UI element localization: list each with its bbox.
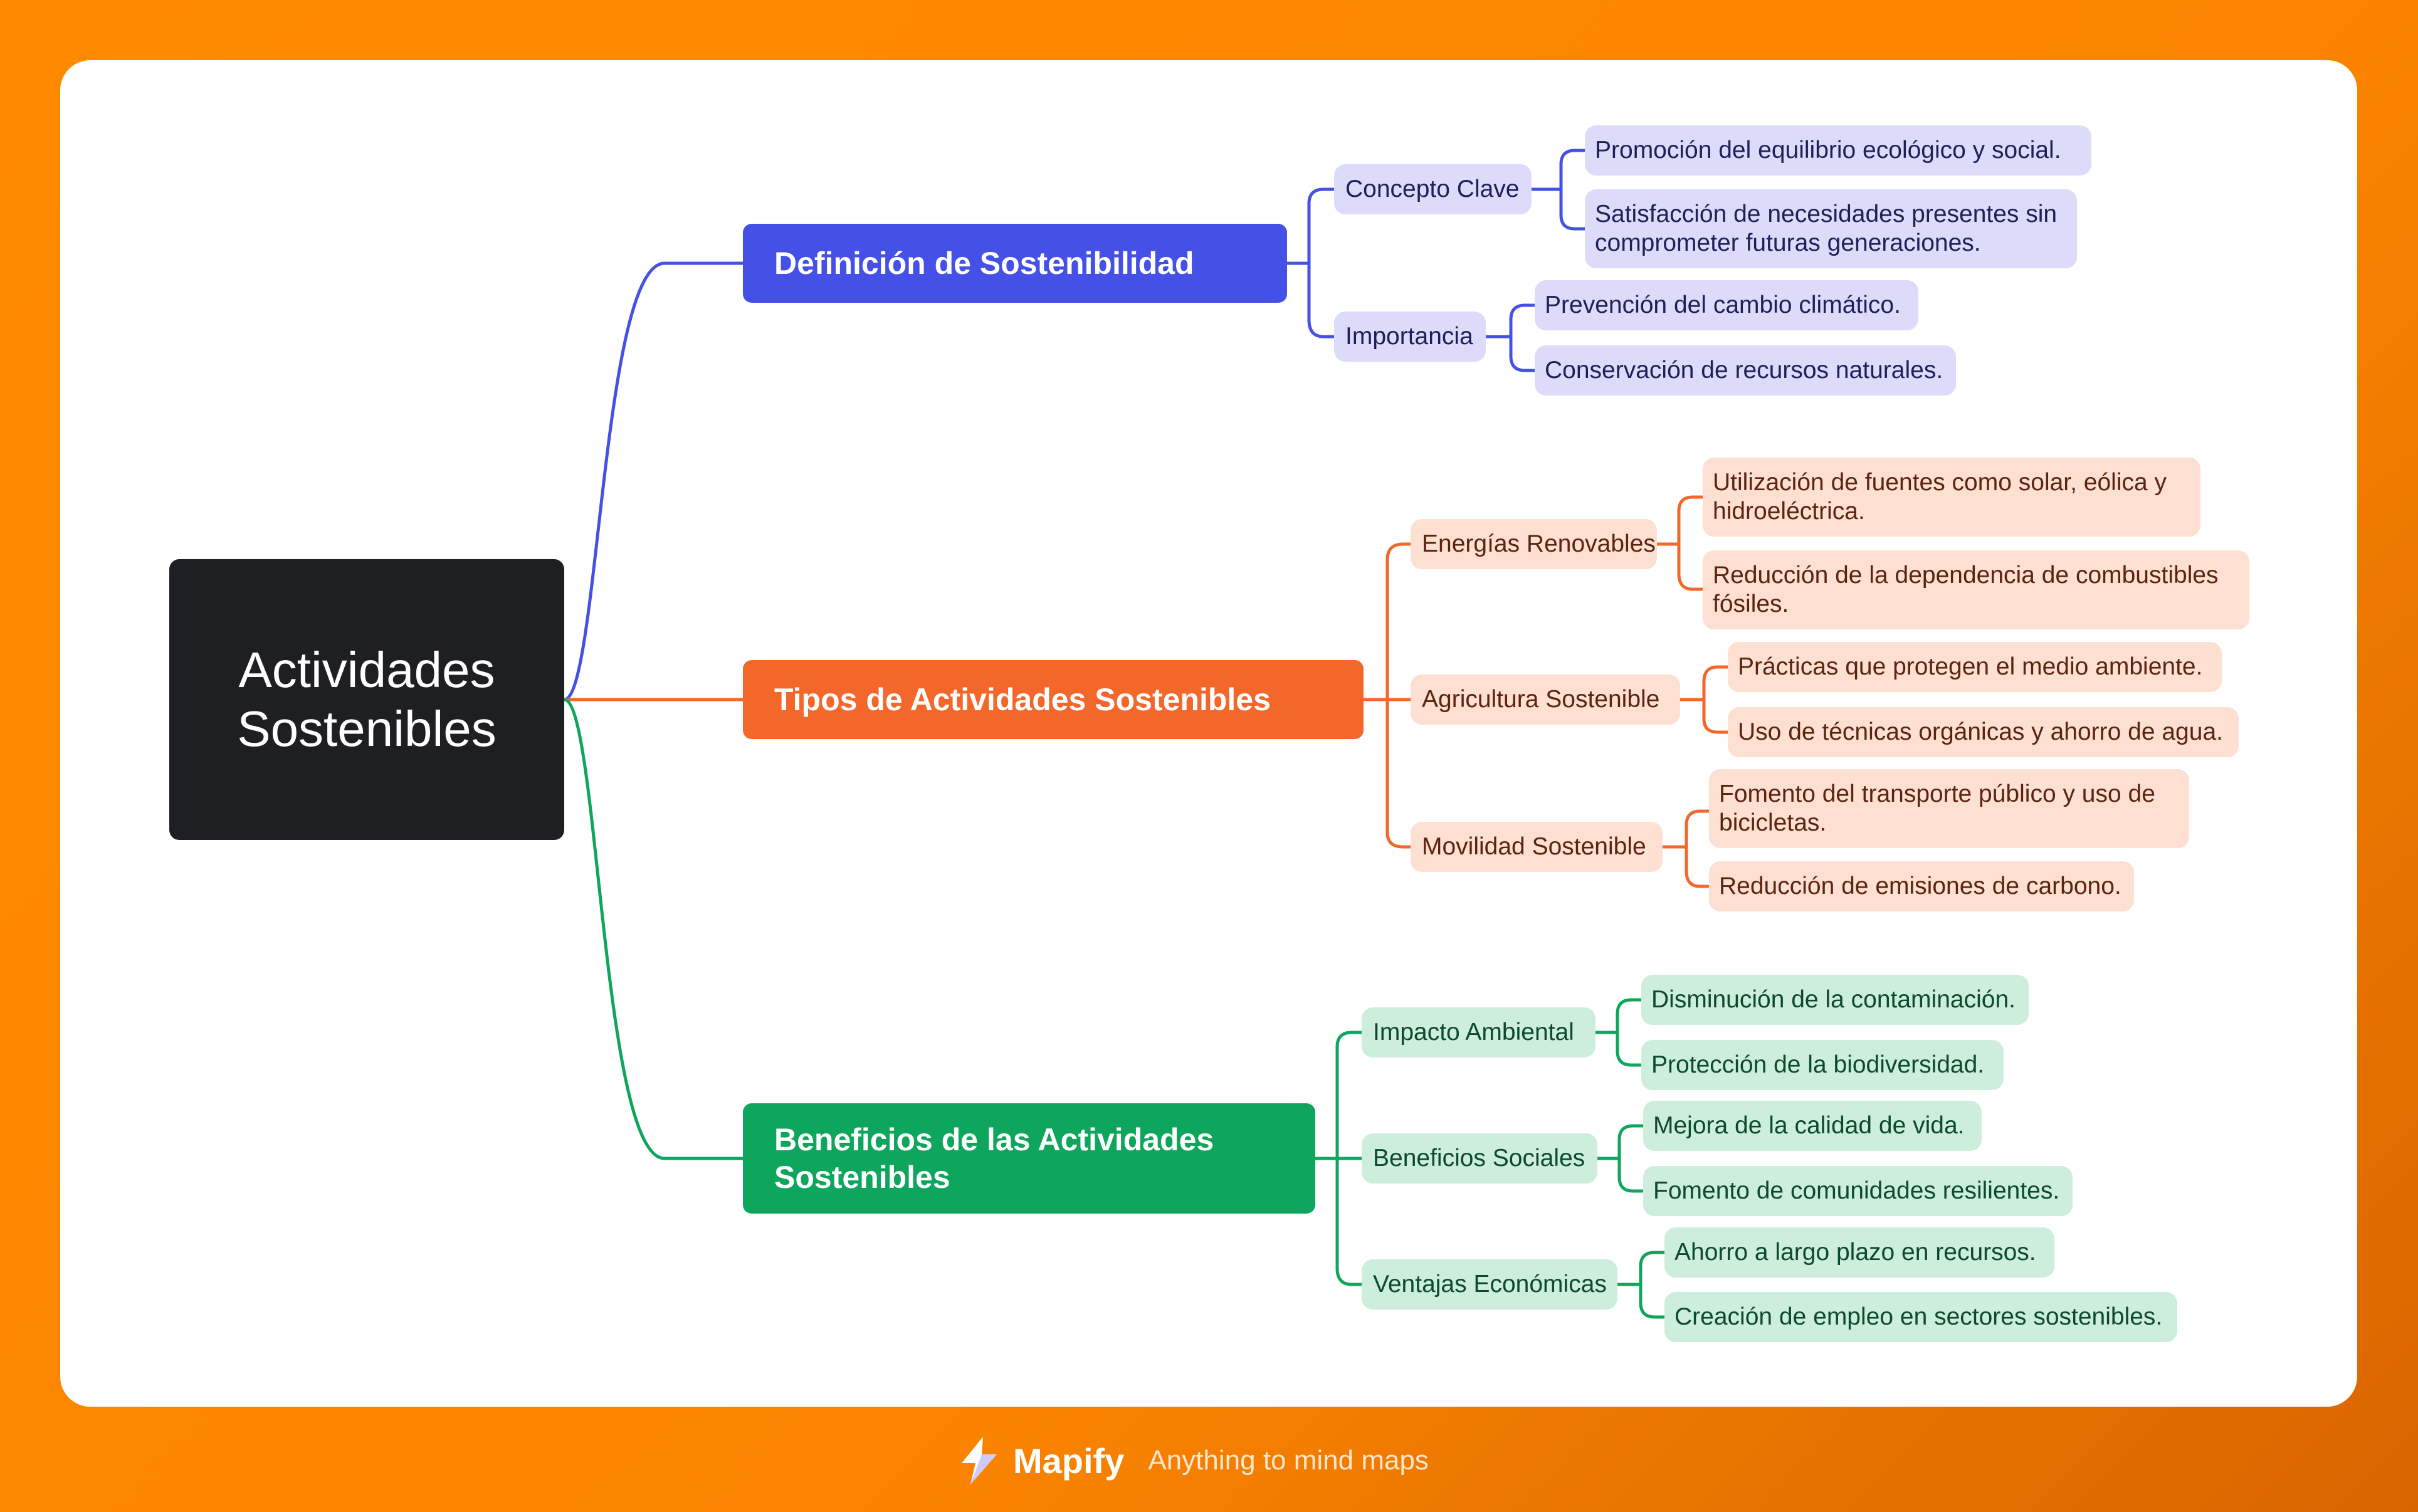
leaf-node[interactable]: Prevención del cambio climático. — [1535, 280, 1918, 330]
subnode-movilidad-sostenible[interactable]: Movilidad Sostenible — [1411, 822, 1663, 872]
leaf-node[interactable]: Utilización de fuentes como solar, eólic… — [1703, 458, 2200, 537]
leaf-label: Satisfacción de necesidades presentes si… — [1595, 201, 2058, 256]
subnode-label: Importancia — [1345, 323, 1473, 350]
leaf-label: Conservación de recursos naturales. — [1545, 357, 1943, 384]
subnode-ventajas-economicas[interactable]: Ventajas Económicas — [1362, 1259, 1617, 1310]
subnode-beneficios-sociales[interactable]: Beneficios Sociales — [1362, 1133, 1597, 1184]
leaf-node[interactable]: Reducción de emisiones de carbono. — [1709, 861, 2134, 911]
leaf-label: Reducción de la dependencia de combustib… — [1713, 562, 2219, 617]
subnode-label: Agricultura Sostenible — [1422, 686, 1660, 713]
leaf-label: Ahorro a largo plazo en recursos. — [1674, 1239, 2036, 1266]
leaf-node[interactable]: Uso de técnicas orgánicas y ahorro de ag… — [1728, 707, 2239, 757]
root-node[interactable]: Actividades Sostenibles — [169, 559, 564, 840]
subnode-label: Concepto Clave — [1345, 176, 1520, 202]
footer: Mapify Anything to mind maps — [953, 1432, 1429, 1489]
leaf-node[interactable]: Ahorro a largo plazo en recursos. — [1664, 1227, 2054, 1278]
leaf-label: Prevención del cambio climático. — [1545, 291, 1901, 318]
branch-label: Tipos de Actividades Sostenibles — [774, 682, 1271, 717]
leaf-node[interactable]: Disminución de la contaminación. — [1641, 975, 2029, 1025]
subnode-label: Movilidad Sostenible — [1422, 833, 1646, 860]
leaf-node[interactable]: Fomento del transporte público y uso de … — [1709, 769, 2189, 848]
branch-definicion-sostenibilidad[interactable]: Definición de Sostenibilidad — [743, 224, 1287, 303]
leaf-label: Promoción del equilibrio ecológico y soc… — [1595, 137, 2061, 164]
leaf-label: Fomento del transporte público y uso de … — [1719, 780, 2155, 836]
branch-beneficios-actividades[interactable]: Beneficios de las Actividades Sostenible… — [743, 1103, 1315, 1214]
leaf-label: Fomento de comunidades resilientes. — [1653, 1177, 2060, 1204]
leaf-label: Uso de técnicas orgánicas y ahorro de ag… — [1738, 718, 2223, 745]
leaf-label: Creación de empleo en sectores sostenibl… — [1674, 1303, 2163, 1330]
branch-tipos-actividades[interactable]: Tipos de Actividades Sostenibles — [743, 660, 1364, 739]
leaf-node[interactable]: Prácticas que protegen el medio ambiente… — [1728, 642, 2222, 692]
leaf-node[interactable]: Satisfacción de necesidades presentes si… — [1585, 189, 2077, 268]
leaf-node[interactable]: Creación de empleo en sectores sostenibl… — [1664, 1292, 2177, 1342]
leaf-node[interactable]: Mejora de la calidad de vida. — [1643, 1101, 1982, 1151]
root-label: Actividades Sostenibles — [237, 642, 497, 757]
subnode-concepto-clave[interactable]: Concepto Clave — [1334, 164, 1532, 214]
leaf-node[interactable]: Reducción de la dependencia de combustib… — [1703, 550, 2249, 629]
branch-label: Beneficios de las Actividades Sostenible… — [774, 1122, 1214, 1195]
branch-label: Definición de Sostenibilidad — [774, 246, 1194, 281]
subnode-label: Impacto Ambiental — [1373, 1019, 1574, 1046]
leaf-label: Utilización de fuentes como solar, eólic… — [1713, 469, 2167, 525]
subnode-energias-renovables[interactable]: Energías Renovables — [1411, 519, 1657, 569]
brand-tagline: Anything to mind maps — [1148, 1445, 1429, 1476]
leaf-label: Prácticas que protegen el medio ambiente… — [1738, 653, 2203, 680]
leaf-label: Reducción de emisiones de carbono. — [1719, 873, 2121, 900]
subnode-impacto-ambiental[interactable]: Impacto Ambiental — [1362, 1007, 1595, 1058]
subnode-label: Beneficios Sociales — [1373, 1145, 1585, 1172]
brand-name[interactable]: Mapify — [1013, 1441, 1125, 1481]
subnode-agricultura-sostenible[interactable]: Agricultura Sostenible — [1411, 675, 1680, 725]
lightning-bolt-icon — [962, 1437, 997, 1484]
leaf-node[interactable]: Protección de la biodiversidad. — [1641, 1040, 2004, 1090]
subnode-label: Ventajas Económicas — [1373, 1271, 1607, 1298]
leaf-label: Protección de la biodiversidad. — [1651, 1051, 1985, 1078]
leaf-node[interactable]: Conservación de recursos naturales. — [1535, 345, 1956, 396]
leaf-node[interactable]: Fomento de comunidades resilientes. — [1643, 1166, 2073, 1216]
leaf-node[interactable]: Promoción del equilibrio ecológico y soc… — [1585, 125, 2091, 176]
subnode-importancia[interactable]: Importancia — [1334, 312, 1486, 362]
leaf-label: Disminución de la contaminación. — [1651, 986, 2016, 1013]
leaf-label: Mejora de la calidad de vida. — [1653, 1112, 1965, 1139]
subnode-label: Energías Renovables — [1422, 530, 1656, 557]
